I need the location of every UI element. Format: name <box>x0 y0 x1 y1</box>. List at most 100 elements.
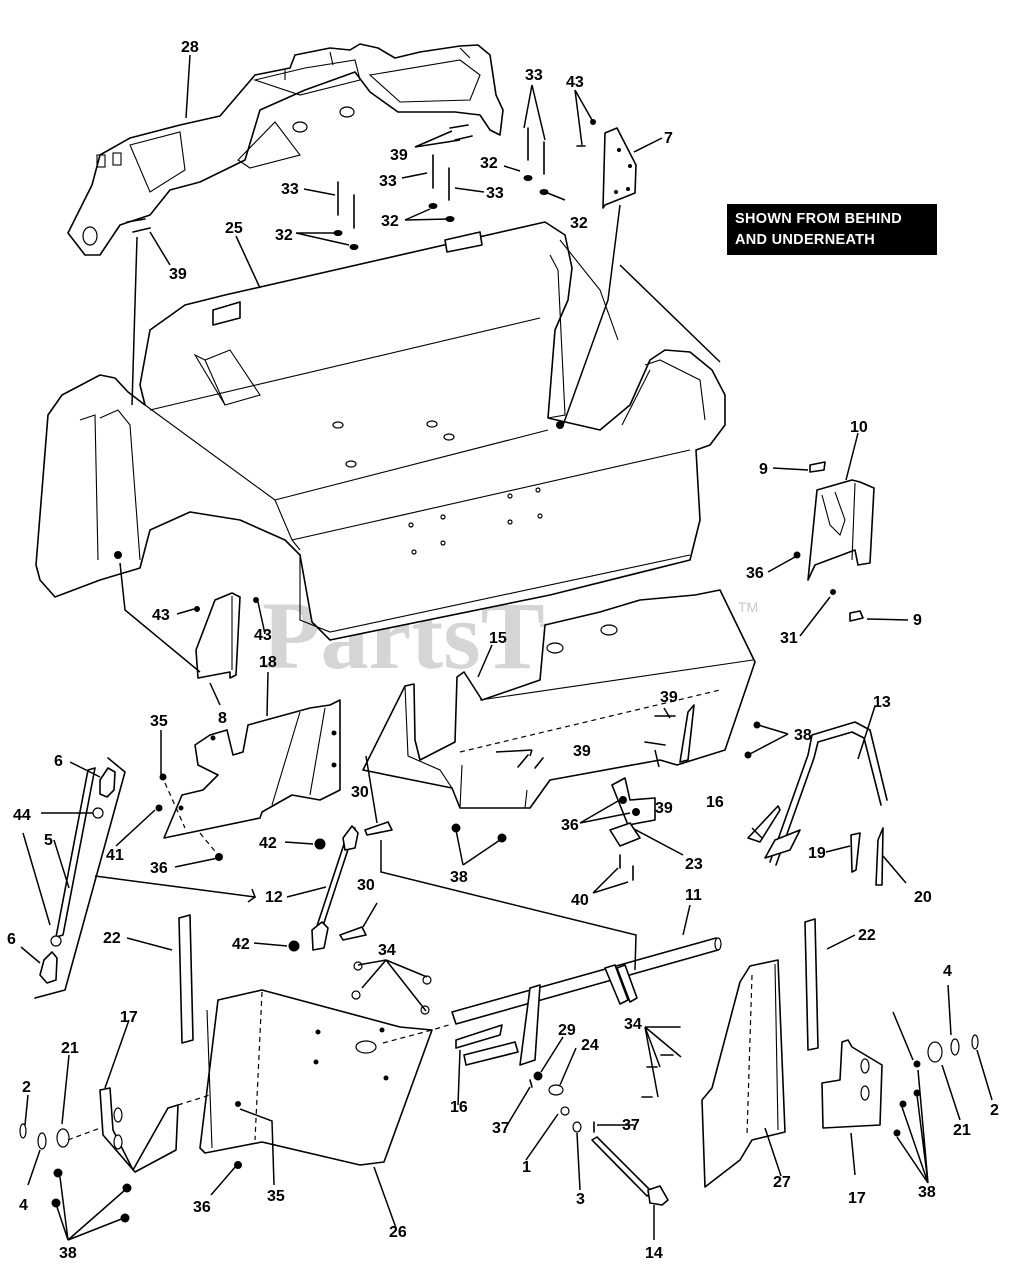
part-11-shaft[interactable] <box>451 937 722 1025</box>
callout-1[interactable]: 1 <box>522 1159 531 1176</box>
callout-11[interactable]: 11 <box>685 887 702 904</box>
callout-39[interactable]: 39 <box>390 147 408 164</box>
callout-3[interactable]: 3 <box>576 1191 585 1208</box>
callout-4[interactable]: 4 <box>19 1197 28 1214</box>
part-20-spring[interactable] <box>875 827 884 886</box>
callout-27[interactable]: 27 <box>773 1174 791 1191</box>
part-17-bracket-right[interactable] <box>821 1039 883 1129</box>
callout-16[interactable]: 16 <box>450 1099 468 1116</box>
part-21-bushing-right[interactable] <box>927 1041 943 1063</box>
callout-31[interactable]: 31 <box>780 630 798 647</box>
callout-14[interactable]: 14 <box>645 1245 663 1262</box>
callout-42[interactable]: 42 <box>259 835 277 852</box>
part-6-rod-end-bottom[interactable] <box>39 951 58 984</box>
callout-20[interactable]: 20 <box>914 889 932 906</box>
callout-32[interactable]: 32 <box>275 227 293 244</box>
callout-35[interactable]: 35 <box>150 713 168 730</box>
callout-10[interactable]: 10 <box>850 419 868 436</box>
part-19-spring[interactable] <box>850 832 861 873</box>
part-30-bolt-top[interactable] <box>364 821 393 836</box>
part-30-bolt-bottom[interactable] <box>339 926 367 941</box>
part-23-bracket[interactable] <box>609 822 641 847</box>
part-44-nut-top[interactable] <box>92 807 104 819</box>
callout-36[interactable]: 36 <box>746 565 764 582</box>
callout-13[interactable]: 13 <box>873 694 891 711</box>
callout-44[interactable]: 44 <box>13 807 31 824</box>
callout-22[interactable]: 22 <box>858 927 876 944</box>
callout-17[interactable]: 17 <box>120 1009 138 1026</box>
callout-37[interactable]: 37 <box>492 1120 510 1137</box>
callout-26[interactable]: 26 <box>389 1224 407 1241</box>
part-22-tube-right[interactable] <box>804 918 819 1051</box>
callout-30[interactable]: 30 <box>351 784 369 801</box>
part-8-bracket[interactable] <box>195 592 241 679</box>
callout-17[interactable]: 17 <box>848 1190 866 1207</box>
part-22-tube-left[interactable] <box>178 914 194 1044</box>
part-6-rod-end-top[interactable] <box>99 767 116 798</box>
part-17-bracket-left[interactable] <box>99 1087 179 1173</box>
callout-6[interactable]: 6 <box>7 931 16 948</box>
callout-38[interactable]: 38 <box>918 1184 936 1201</box>
callout-41[interactable]: 41 <box>106 847 124 864</box>
callout-33[interactable]: 33 <box>525 67 543 84</box>
callout-5[interactable]: 5 <box>44 832 53 849</box>
callout-16[interactable]: 16 <box>706 794 724 811</box>
callout-6[interactable]: 6 <box>54 753 63 770</box>
callout-7[interactable]: 7 <box>664 130 673 147</box>
callout-40[interactable]: 40 <box>571 892 589 909</box>
callout-42[interactable]: 42 <box>232 936 250 953</box>
part-4-washer-left[interactable] <box>37 1132 47 1150</box>
callout-32[interactable]: 32 <box>480 155 498 172</box>
callout-43[interactable]: 43 <box>152 607 170 624</box>
part-14-pedal[interactable] <box>591 1136 669 1206</box>
callout-33[interactable]: 33 <box>486 185 504 202</box>
part-2-washer-left[interactable] <box>19 1123 27 1139</box>
callout-39[interactable]: 39 <box>655 800 673 817</box>
callout-38[interactable]: 38 <box>59 1245 77 1262</box>
callout-18[interactable]: 18 <box>259 654 277 671</box>
part-18-plate[interactable] <box>163 699 341 839</box>
callout-30[interactable]: 30 <box>357 877 375 894</box>
callout-33[interactable]: 33 <box>379 173 397 190</box>
callout-38[interactable]: 38 <box>794 727 812 744</box>
callout-21[interactable]: 21 <box>61 1040 79 1057</box>
callout-34[interactable]: 34 <box>624 1016 642 1033</box>
callout-28[interactable]: 28 <box>181 39 199 56</box>
callout-39[interactable]: 39 <box>573 743 591 760</box>
callout-24[interactable]: 24 <box>581 1037 599 1054</box>
callout-36[interactable]: 36 <box>150 860 168 877</box>
callout-12[interactable]: 12 <box>265 889 283 906</box>
callout-32[interactable]: 32 <box>381 213 399 230</box>
callout-9[interactable]: 9 <box>759 461 768 478</box>
callout-15[interactable]: 15 <box>489 630 507 647</box>
callout-19[interactable]: 19 <box>808 845 826 862</box>
callout-22[interactable]: 22 <box>103 930 121 947</box>
part-9-clip-bottom[interactable] <box>849 610 864 622</box>
part-arm-plates[interactable] <box>519 964 638 1066</box>
callout-23[interactable]: 23 <box>685 856 703 873</box>
callout-2[interactable]: 2 <box>22 1079 31 1096</box>
callout-25[interactable]: 25 <box>225 220 243 237</box>
callout-32[interactable]: 32 <box>570 215 588 232</box>
callout-4[interactable]: 4 <box>943 963 952 980</box>
part-9-clip-top[interactable] <box>809 461 826 473</box>
part-28-rear-frame[interactable] <box>67 43 504 256</box>
callout-43[interactable]: 43 <box>566 74 584 91</box>
callout-36[interactable]: 36 <box>561 817 579 834</box>
callout-39[interactable]: 39 <box>169 266 187 283</box>
part-12-link[interactable] <box>311 825 359 951</box>
callout-35[interactable]: 35 <box>267 1188 285 1205</box>
part-21-bushing-left[interactable] <box>56 1128 70 1148</box>
part-16-pad-right[interactable] <box>747 805 781 843</box>
callout-9[interactable]: 9 <box>913 612 922 629</box>
callout-39[interactable]: 39 <box>660 689 678 706</box>
callout-38[interactable]: 38 <box>450 869 468 886</box>
part-15-rear-plate[interactable] <box>362 589 756 826</box>
part-5-rod[interactable] <box>55 767 96 938</box>
callout-33[interactable]: 33 <box>281 181 299 198</box>
callout-43[interactable]: 43 <box>254 627 272 644</box>
callout-37[interactable]: 37 <box>622 1117 640 1134</box>
callout-2[interactable]: 2 <box>990 1102 999 1119</box>
part-27-side-plate-right[interactable] <box>701 959 786 1188</box>
part-25-body-pan[interactable] <box>35 221 726 641</box>
